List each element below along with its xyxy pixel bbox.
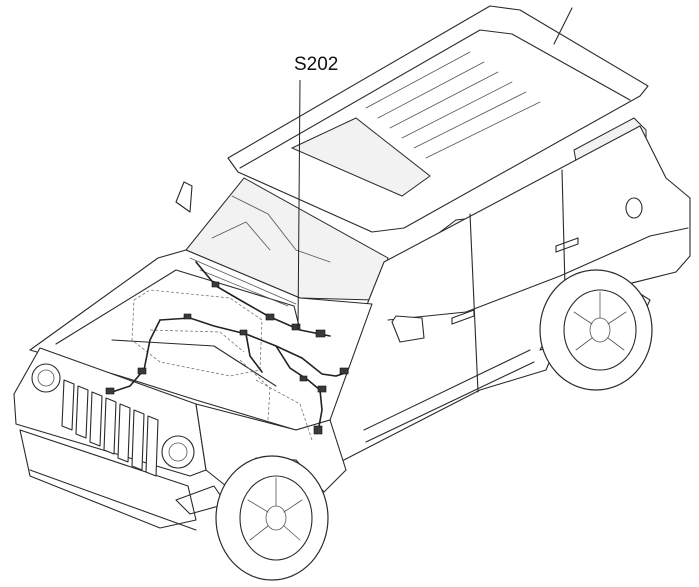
antenna [553,7,573,45]
left-headlamp [31,363,61,393]
front-door-handle [451,309,475,325]
harness-connector [105,387,115,395]
harness-connector [315,329,326,338]
far-side-mirror [175,181,193,213]
sunroof [290,117,431,197]
body-side [329,125,691,463]
front-wheel [215,455,329,581]
harness-connector [291,323,301,331]
rear-door-handle [555,237,579,253]
callout-leader-line [297,79,301,331]
engine-bay-outline [131,289,313,441]
right-headlamp [161,435,195,469]
splice-callout-label: S202 [294,54,339,75]
side-mirror [391,315,425,343]
rear-wheel [539,269,653,391]
harness-connector [183,313,192,320]
harness-connector [313,425,323,435]
harness-connector [239,329,248,336]
wiring-harness [105,261,349,435]
harness-connector [317,385,327,393]
harness-connector [211,281,220,288]
harness-connector [339,367,349,375]
hood [29,249,373,431]
front-end [13,347,227,531]
roof [227,5,649,233]
harness-connector [299,375,308,382]
fuel-door [625,197,643,219]
grille [61,379,159,477]
harness-connector [137,367,147,375]
harness-connector [265,313,275,321]
